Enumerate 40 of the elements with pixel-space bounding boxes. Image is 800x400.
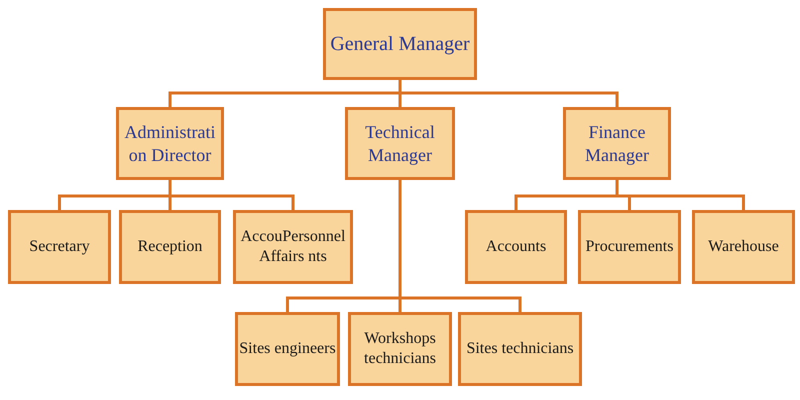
connector-line [514,194,617,210]
org-chart-box [578,210,681,284]
position-title: Technical Manager [364,121,436,166]
org-chart-box [692,210,795,284]
connector-line [168,180,172,196]
position-title: Reception [138,237,202,257]
position-title: General Manager [330,32,470,56]
position-title: AccouPersonnel Affairs nts [240,227,346,267]
connector-line [398,180,402,298]
position-title: Secretary [29,237,90,257]
org-chart-box [233,210,353,284]
org-chart-box [8,210,111,284]
connector-line [170,194,294,210]
org-chart-box [465,210,567,284]
org-chart-box [119,210,221,284]
position-title: Workshops technicians [363,329,437,369]
connector-line [168,196,172,210]
connector-line [400,92,618,107]
org-chart-box [323,8,477,80]
org-chart-box [116,107,224,180]
position-title: Accounts [486,237,546,257]
position-title: Warehouse [708,237,779,257]
connector-line [168,92,400,107]
position-title: Sites technicians [466,339,574,359]
org-chart-box [563,107,671,180]
org-chart-box [458,312,582,386]
position-title: Procurements [586,237,674,257]
position-title: Administrati on Director [124,121,216,166]
connector-line [398,80,402,93]
connector-line [58,194,170,210]
connector-line [286,296,400,312]
position-title: Sites engineers [239,339,336,359]
connector-line [616,180,618,196]
org-chart-box [345,107,455,180]
org-chart-box [348,312,452,386]
connector-line [398,93,402,107]
connector-line [398,298,402,312]
connector-line [400,296,522,312]
org-chart-box [235,312,340,386]
position-title: Finance Manager [584,121,650,166]
